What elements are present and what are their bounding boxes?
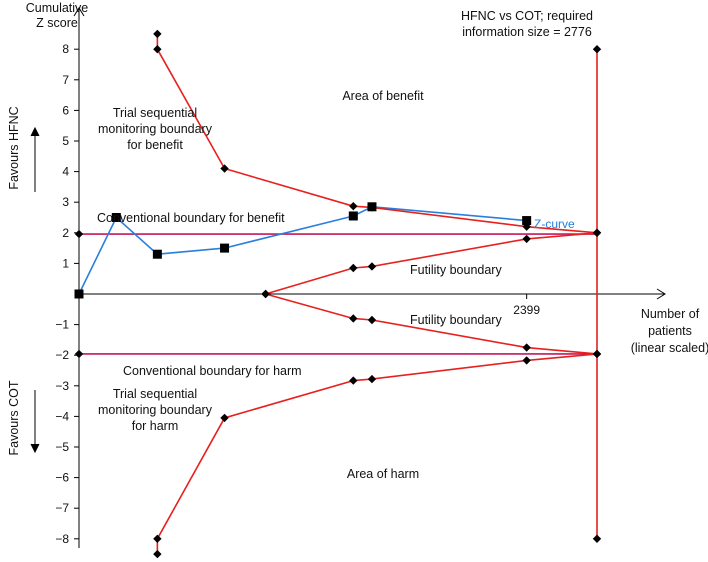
area-of-harm-label: Area of harm (347, 467, 419, 481)
z-curve-point (111, 213, 121, 222)
benefit-boundary-point (522, 222, 531, 231)
futility-lower-point (592, 349, 602, 359)
favours-cot-label: Favours COT (7, 380, 21, 455)
y-tick-label: −2 (55, 348, 69, 362)
y-tick-label: 3 (62, 195, 69, 209)
futility-lower-point (349, 314, 358, 323)
text-layer: 8 7 6 5 4 3 2 1 −1 −2 −3 −4 −5 −6 −7 −8 2399 HFNC vs COT;… (7, 1, 708, 546)
y-tick-label: 4 (62, 165, 69, 179)
futility-upper-point (367, 262, 377, 271)
conventional-benefit-label: Conventional boundary for benefit (97, 211, 285, 225)
tsb-benefit-label-line-2: monitoring boundary (98, 122, 213, 136)
harm-boundary-point (367, 374, 377, 384)
axes-layer (30, 7, 666, 548)
conventional-harm-label: Conventional boundary for harm (123, 364, 302, 378)
y-tick-label: −8 (55, 532, 69, 546)
favours-hfnc-arrowhead (30, 126, 40, 137)
x-tick-label: 2399 (513, 303, 540, 317)
futility-upper-point (592, 228, 602, 237)
x-axis-arrowhead (656, 288, 666, 300)
futility-lower-point (367, 315, 377, 325)
futility-lower-point (261, 289, 270, 299)
chart-title-line-2: information size = 2776 (462, 25, 592, 39)
tsb-benefit-label-line-1: Trial sequential (113, 106, 197, 120)
tsb-harm-label-line-3: for harm (132, 419, 179, 433)
harm-boundary-line (156, 353, 598, 555)
harm-boundary-point (220, 413, 229, 423)
favours-cot-arrowhead (30, 443, 40, 454)
y-tick-label: 8 (62, 42, 69, 56)
y-tick-label: 6 (62, 103, 69, 117)
ris-marker-top (592, 45, 602, 54)
harm-boundary-point (153, 534, 162, 543)
benefit-boundary-point (153, 29, 162, 39)
x-axis-label-line-3: (linear scaled) (631, 341, 708, 355)
benefit-boundary-point (220, 164, 229, 173)
harm-boundary-point (153, 549, 162, 559)
y-tick-label: −1 (55, 318, 69, 332)
benefit-boundary-point (367, 203, 377, 212)
z-curve-point (74, 289, 84, 299)
y-tick-label: 1 (62, 256, 69, 270)
y-tick-label: −6 (55, 471, 69, 485)
z-curve-point (348, 211, 358, 221)
harm-boundary-point (522, 356, 531, 365)
harm-boundary-point (349, 376, 358, 385)
y-axis-label-line-2: Z score (36, 16, 78, 30)
benefit-boundary-point (153, 45, 162, 54)
futility-lower-point (522, 343, 531, 352)
favours-hfnc-label: Favours HFNC (7, 106, 21, 189)
y-tick-label: −7 (55, 501, 69, 515)
y-tick-label: −3 (55, 379, 69, 393)
x-axis-label-line-1: Number of (641, 307, 700, 321)
y-tick-label: 2 (62, 226, 69, 240)
z-curve-point (220, 243, 230, 253)
z-curve-label: Z-curve (534, 217, 575, 231)
ris-marker-bottom (592, 534, 602, 543)
benefit-boundary-point (349, 201, 358, 211)
chart-title-line-1: HFNC vs COT; required (461, 9, 593, 23)
futility-upper-point (522, 234, 531, 244)
x-axis-label-line-2: patients (648, 324, 692, 338)
y-tick-label: −5 (55, 440, 69, 454)
y-tick-label: 5 (62, 134, 69, 148)
tsb-harm-label-line-1: Trial sequential (113, 387, 197, 401)
z-curve-point (522, 216, 532, 226)
y-axis-label-line-1: Cumulative (26, 1, 89, 15)
conventional-boundary-marker (74, 349, 84, 359)
y-tick-label: −4 (55, 409, 69, 423)
y-axis-arrowhead (73, 7, 85, 17)
futility-lower-label: Futility boundary (410, 313, 502, 327)
benefit-boundary-line (156, 33, 598, 234)
area-of-benefit-label: Area of benefit (342, 89, 424, 103)
conventional-boundary-marker (74, 229, 84, 239)
z-curve-point (152, 249, 162, 259)
y-tick-label: 7 (62, 73, 69, 87)
futility-upper-point (349, 263, 358, 273)
markers-layer (74, 29, 602, 559)
tsb-harm-label-line-2: monitoring boundary (98, 403, 213, 417)
futility-upper-label: Futility boundary (410, 263, 502, 277)
tsb-benefit-label-line-3: for benefit (127, 138, 183, 152)
